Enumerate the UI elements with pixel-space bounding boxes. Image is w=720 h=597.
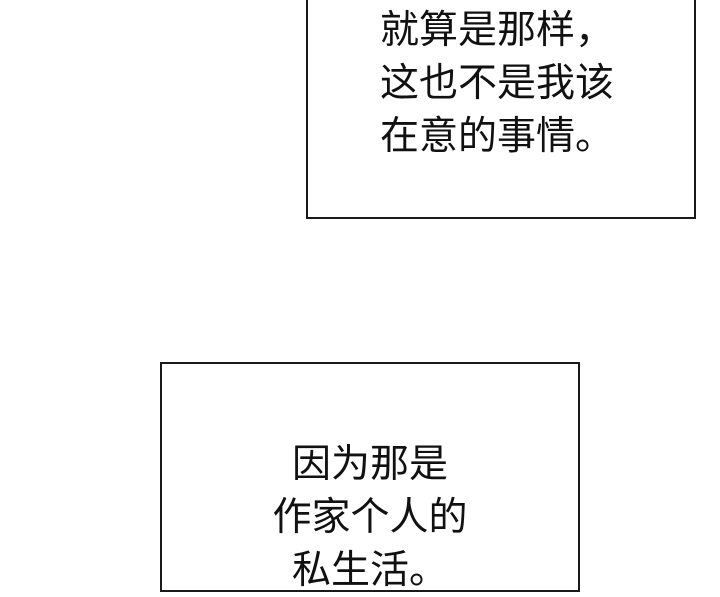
caption-line: 因为那是 xyxy=(291,442,448,487)
caption-text-top: 就算是那样， 这也不是我该 在意的事情。 xyxy=(380,4,614,163)
caption-box-bottom: 因为那是 作家个人的 私生活。 xyxy=(160,362,580,593)
caption-text-bottom: 因为那是 作家个人的 私生活。 xyxy=(162,438,578,597)
caption-box-top: 就算是那样， 这也不是我该 在意的事情。 xyxy=(306,0,696,219)
caption-line: 作家个人的 xyxy=(272,495,468,540)
caption-line: 这也不是我该 xyxy=(380,61,615,106)
caption-line: 在意的事情。 xyxy=(380,114,615,159)
caption-line: 就算是那样， xyxy=(380,8,615,53)
caption-line: 私生活。 xyxy=(291,548,448,593)
